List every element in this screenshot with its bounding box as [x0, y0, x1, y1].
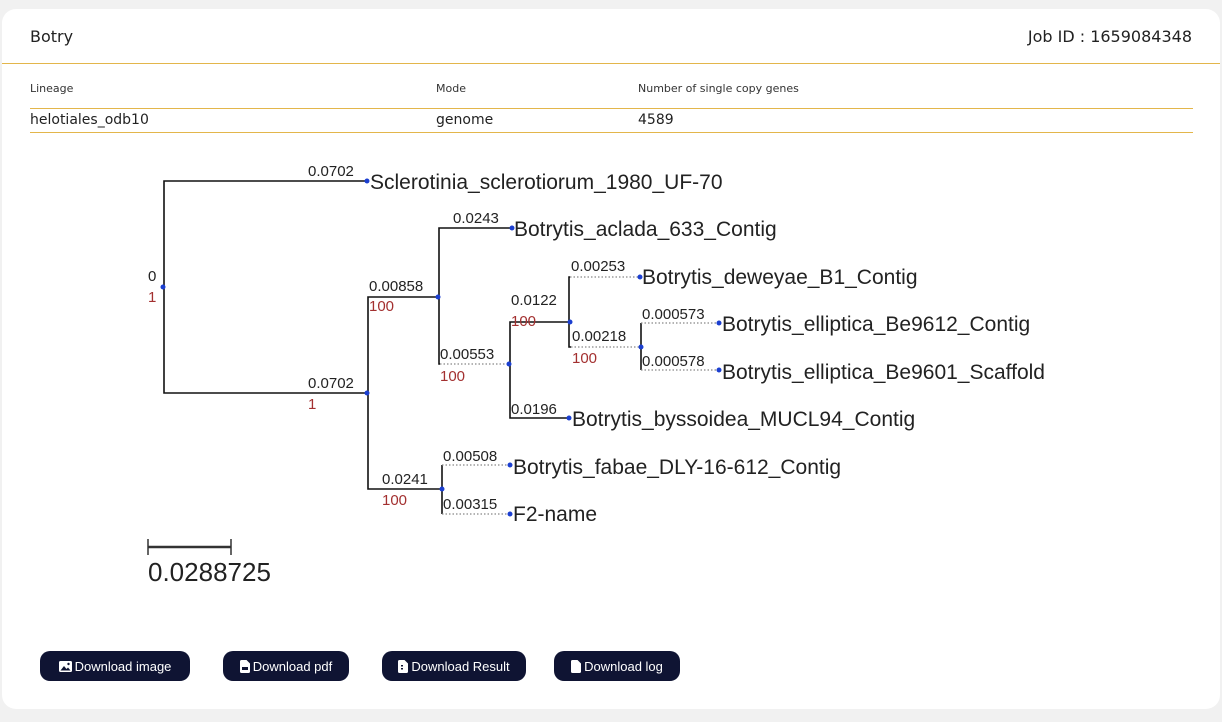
leaf-label: Botrytis_aclada_633_Contig: [514, 218, 777, 241]
job-title: Botry: [30, 27, 74, 46]
download-log-label: Download log: [584, 658, 663, 674]
node-dot: [716, 320, 722, 326]
download-result-button[interactable]: Download Result: [382, 651, 526, 681]
leaf-label: F2-name: [513, 503, 597, 526]
branch-length: 0.0122: [511, 292, 557, 309]
branch: [509, 321, 569, 419]
genes-value: 4589: [638, 112, 674, 128]
node-dot: [364, 390, 370, 396]
branch: [438, 227, 512, 365]
branch-length: 0.0702: [308, 163, 354, 180]
branch-length: 0.0241: [382, 471, 428, 488]
branch-length: 0.0196: [511, 401, 557, 418]
branch-length: 0.00218: [572, 328, 626, 345]
file-icon: [571, 659, 582, 673]
support-value: 1: [148, 289, 156, 306]
branch-length: 0.00508: [443, 448, 497, 465]
leaf-labels: Sclerotinia_sclerotiorum_1980_UF-70 Botr…: [370, 171, 1045, 526]
support-value: 100: [369, 298, 394, 315]
node-dot: [716, 367, 722, 373]
card-header: Botry Job ID : 1659084348: [2, 9, 1220, 64]
job-info-table: Lineage Mode Number of single copy genes…: [30, 79, 1193, 133]
leaf-label: Botrytis_byssoidea_MUCL94_Contig: [572, 408, 915, 431]
scale-bar: 0.0288725: [147, 539, 271, 587]
support-value: 100: [572, 350, 597, 367]
download-pdf-label: Download pdf: [252, 658, 333, 674]
branch-length: 0.0702: [308, 375, 354, 392]
image-icon: [58, 660, 72, 672]
leaf-label: Botrytis_elliptica_Be9612_Contig: [722, 313, 1030, 336]
lineage-label: Lineage: [30, 82, 74, 95]
support-value: 100: [382, 492, 407, 509]
branch-length: 0.00553: [440, 346, 494, 363]
node-dot: [567, 319, 573, 325]
support-value: 100: [511, 313, 536, 330]
leaf-label: Botrytis_elliptica_Be9601_Scaffold: [722, 361, 1045, 384]
branch-length: 0.000578: [642, 353, 705, 370]
genes-label: Number of single copy genes: [638, 82, 799, 95]
root-support-top: 0: [148, 268, 156, 285]
pdf-file-icon: [239, 659, 250, 673]
node-dot: [509, 225, 515, 231]
node-dot: [566, 415, 572, 421]
mode-label: Mode: [436, 82, 466, 95]
support-labels: 1 1 100 100 100 100 100: [148, 289, 597, 509]
job-id: Job ID : 1659084348: [1027, 27, 1192, 46]
lineage-value: helotiales_odb10: [30, 112, 149, 128]
tree-nodes: [160, 178, 722, 517]
branch: [367, 296, 440, 490]
result-card: Botry Job ID : 1659084348 Lineage Mode N…: [2, 9, 1220, 709]
node-dot: [506, 361, 512, 367]
branch: [568, 276, 571, 348]
download-image-label: Download image: [74, 658, 172, 674]
info-header-row: Lineage Mode Number of single copy genes: [30, 79, 1193, 109]
node-dot: [507, 462, 513, 468]
node-dot: [638, 344, 644, 350]
download-log-button[interactable]: Download log: [554, 651, 680, 681]
branch-length: 0.0243: [453, 210, 499, 227]
node-dot: [507, 511, 513, 517]
branch-length: 0.00858: [369, 278, 423, 295]
branch-length: 0.000573: [642, 306, 705, 323]
file-archive-icon: [398, 659, 409, 673]
download-image-button[interactable]: Download image: [40, 651, 190, 681]
leaf-label: Botrytis_deweyae_B1_Contig: [642, 266, 918, 289]
leaf-label: Botrytis_fabae_DLY-16-612_Contig: [513, 456, 841, 479]
node-dot: [439, 486, 445, 492]
node-dot: [435, 294, 441, 300]
branch-length: 0.00315: [443, 496, 497, 513]
mode-value: genome: [436, 112, 494, 128]
branch-length: 0.00253: [571, 258, 625, 275]
download-pdf-button[interactable]: Download pdf: [223, 651, 349, 681]
branch-length-labels: 0.0702 0.0702 0.00858 0.0243 0.00553 0.0…: [308, 163, 705, 513]
leaf-label: Sclerotinia_sclerotiorum_1980_UF-70: [370, 171, 723, 194]
support-value: 1: [308, 396, 316, 413]
branch: [163, 180, 367, 394]
short-branch-guides: [440, 276, 719, 515]
node-dot: [637, 274, 643, 280]
download-result-label: Download Result: [411, 658, 510, 674]
info-value-row: helotiales_odb10 genome 4589: [30, 109, 1193, 133]
node-dot: [364, 178, 370, 184]
support-value: 100: [440, 368, 465, 385]
phylogenetic-tree: Sclerotinia_sclerotiorum_1980_UF-70 Botr…: [147, 163, 1045, 587]
scale-bar-label: 0.0288725: [148, 557, 271, 587]
node-dot: [160, 284, 166, 290]
